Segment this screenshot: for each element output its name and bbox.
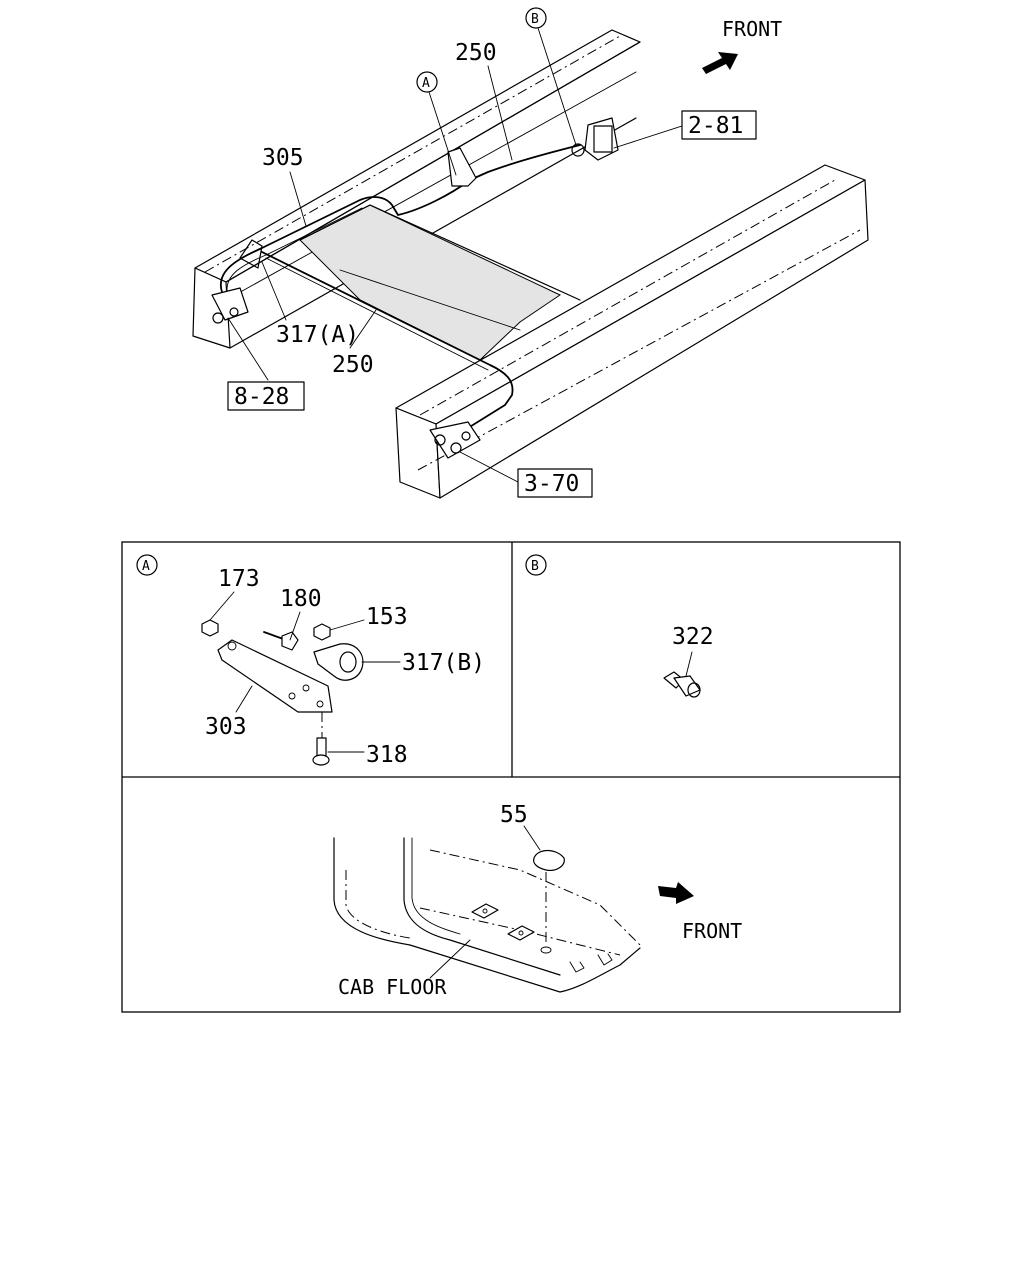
valve-left	[211, 239, 263, 324]
part-label-317a: 317(A)	[276, 322, 359, 348]
leader-2-81	[613, 125, 683, 149]
callout-b: B	[525, 7, 577, 146]
leader-303	[235, 685, 253, 713]
pad-left	[471, 903, 499, 919]
ref-label-2-81: 2-81	[688, 113, 743, 139]
part-label-153: 153	[366, 604, 408, 630]
part-label-173: 173	[218, 566, 260, 592]
leader-cab-floor	[429, 939, 471, 979]
bracket-a	[447, 147, 477, 187]
cab-floor-outline	[333, 837, 641, 993]
plate-303	[217, 639, 333, 713]
detail-a: A	[136, 554, 485, 768]
cab-floor-label: CAB FLOOR	[338, 975, 447, 999]
front-arrow-floor	[658, 882, 694, 904]
screw-318	[312, 712, 365, 766]
svg-text:A: A	[422, 76, 430, 91]
valve-right	[429, 421, 481, 459]
leader-317a	[261, 261, 287, 321]
front-label: FRONT	[722, 17, 782, 41]
part-label-305: 305	[262, 145, 304, 171]
part-label-180: 180	[280, 586, 322, 612]
pipe-305	[219, 144, 581, 297]
detail-a-marker: A	[136, 554, 158, 576]
detail-b-marker: B	[525, 554, 547, 576]
part-label-250-bottom: 250	[332, 352, 374, 378]
sensor-unit	[571, 117, 619, 161]
main-view: FRONT A B 250 305 317(A) 250 2-81 8-28	[192, 7, 869, 499]
ref-box-2-81	[681, 110, 757, 140]
detail-b: B 322	[525, 554, 714, 698]
part-label-303: 303	[205, 714, 247, 740]
pipe-250-lower	[261, 251, 514, 429]
callout-a: A	[416, 71, 457, 176]
right-frame-rail	[395, 164, 869, 499]
ref-box-3-70	[517, 468, 593, 498]
svg-text:B: B	[531, 559, 539, 574]
svg-text:A: A	[142, 559, 150, 574]
nut-173	[201, 619, 219, 637]
leader-305	[289, 171, 307, 227]
plug-55	[523, 825, 565, 954]
ref-label-8-28: 8-28	[234, 384, 289, 410]
bolt-180	[263, 611, 301, 651]
detail-cab-floor: 55 FRONT CAB FLOOR	[333, 802, 742, 999]
fitting-322	[663, 651, 701, 698]
front-arrow	[702, 52, 738, 74]
left-frame-rail	[192, 29, 641, 349]
clip-317b	[313, 643, 401, 681]
part-label-250-top: 250	[455, 40, 497, 66]
leader-250-top	[487, 65, 513, 161]
part-label-322: 322	[672, 624, 714, 650]
part-label-317b: 317(B)	[402, 650, 485, 676]
part-label-55: 55	[500, 802, 528, 828]
ref-box-8-28	[227, 381, 305, 411]
nut-153	[313, 619, 365, 641]
leader-250-bottom	[349, 309, 377, 349]
part-label-318: 318	[366, 742, 408, 768]
svg-text:B: B	[531, 12, 539, 27]
ref-label-3-70: 3-70	[524, 471, 579, 497]
leader-3-70	[459, 451, 519, 483]
front-label-floor: FRONT	[682, 919, 742, 943]
detail-frame	[121, 541, 901, 1013]
pad-right	[507, 925, 535, 941]
leader-8-28	[227, 317, 269, 381]
